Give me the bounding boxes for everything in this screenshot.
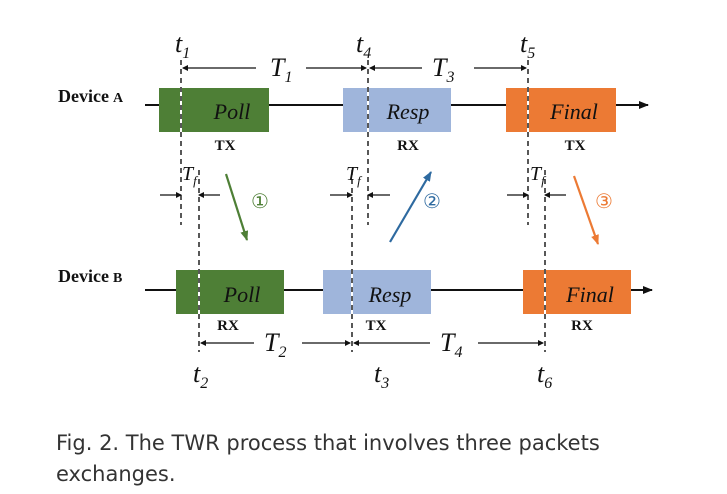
tf-offset-poll: Tf: [160, 163, 220, 198]
svg-text:T1: T1: [270, 53, 292, 86]
device-b-poll-role: RX: [217, 318, 239, 334]
tf-offset-final: Tf: [507, 163, 566, 198]
device-a-resp-packet: Resp: [343, 88, 451, 132]
svg-text:Resp: Resp: [368, 282, 412, 307]
t2-interval: T2: [200, 328, 351, 361]
caption-line-1: Fig. 2. The TWR process that involves th…: [56, 431, 600, 455]
svg-text:Poll: Poll: [223, 282, 261, 307]
svg-text:Tf: Tf: [530, 163, 547, 188]
svg-text:T3: T3: [432, 53, 454, 86]
device-b-resp-packet: Resp: [323, 270, 431, 314]
poll-transmission-arrow: [224, 173, 249, 241]
svg-text:T2: T2: [264, 328, 286, 361]
t1-interval: T1: [182, 53, 367, 86]
svg-text:Final: Final: [549, 99, 598, 124]
device-a-final-role: TX: [565, 138, 586, 154]
device-a-final-packet: Final: [506, 88, 616, 132]
svg-text:T4: T4: [440, 328, 462, 361]
figure-caption: Fig. 2. The TWR process that involves th…: [56, 428, 696, 490]
t4-interval: T4: [353, 328, 544, 361]
t5-label: t5: [520, 29, 535, 62]
svg-text:Tf: Tf: [346, 163, 363, 188]
t4-label: t4: [356, 29, 371, 62]
tf-offset-resp: Tf: [330, 163, 390, 198]
device-b-final-packet: Final: [523, 270, 631, 314]
resp-transmission-arrow: [389, 171, 432, 243]
t1-label: t1: [175, 29, 190, 62]
device-b-resp-role: TX: [366, 318, 387, 334]
device-a-poll-packet: Poll: [159, 88, 269, 132]
step-3-label: ③: [595, 189, 613, 213]
t2-label: t2: [193, 359, 208, 392]
svg-text:Poll: Poll: [213, 99, 251, 124]
svg-text:Final: Final: [565, 282, 614, 307]
device-a-poll-role: TX: [215, 138, 236, 154]
caption-line-2: exchanges.: [56, 462, 176, 486]
device-b-poll-packet: Poll: [176, 270, 284, 314]
t3-label: t3: [374, 359, 389, 392]
final-transmission-arrow: [572, 175, 600, 245]
t6-label: t6: [537, 359, 552, 392]
step-1-label: ①: [251, 189, 269, 213]
device-a-resp-role: RX: [397, 138, 419, 154]
device-b-final-role: RX: [571, 318, 593, 334]
step-2-label: ②: [423, 189, 441, 213]
svg-text:Resp: Resp: [386, 99, 430, 124]
svg-text:Tf: Tf: [182, 163, 199, 188]
t3-interval: T3: [369, 53, 527, 86]
